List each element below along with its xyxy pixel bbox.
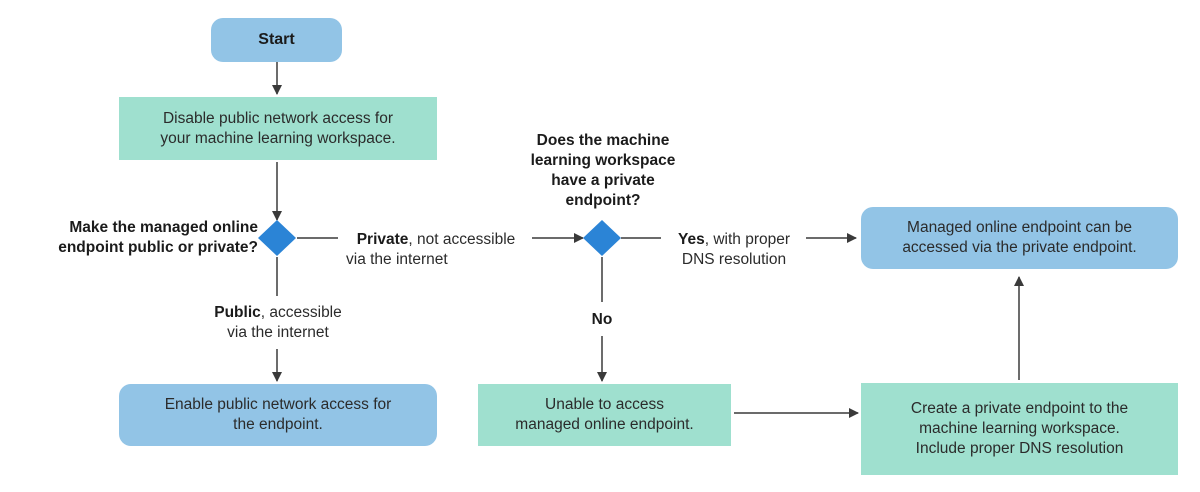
enable-public-access-node: Enable public network access for the end… [119,384,437,446]
create-line-3: Include proper DNS resolution [915,440,1124,457]
question-private-endpoint: Does the machine learning workspace have… [510,131,696,211]
question1-line-2: endpoint public or private? [58,239,258,256]
no-edge-label: No [582,310,622,330]
decision-diamond-public-private [258,220,296,256]
disable-line-2: your machine learning workspace. [160,129,396,147]
decision-diamond-private-endpoint [583,220,621,256]
unable-line-1: Unable to access [545,396,664,413]
managed-endpoint-accessible-node: Managed online endpoint can be accessed … [861,207,1178,269]
yes-edge-label: Yes, with proper DNS resolution [658,230,810,270]
private-rest: , not accessible [408,231,516,248]
public-line-2: via the internet [227,324,329,341]
create-line-2: machine learning workspace. [919,420,1120,437]
private-bold: Private [356,231,409,248]
private-line-2: via the internet [346,251,448,268]
question-public-or-private: Make the managed online endpoint public … [10,218,258,258]
public-edge-label: Public, accessible via the internet [196,303,360,343]
create-private-endpoint-node: Create a private endpoint to the machine… [861,383,1178,475]
question1-line-1: Make the managed online [69,219,258,236]
question2-line-2: learning workspace [530,152,676,169]
disable-line-1: Disable public network access for [162,109,394,127]
public-rest: , accessible [260,304,342,321]
public-bold: Public [214,304,261,321]
yes-line-2: DNS resolution [681,251,787,268]
yes-rest: , with proper [704,231,791,248]
enable-line-1: Enable public network access for [164,396,392,413]
start-node: Start [211,18,342,62]
disable-public-access-node: Disable public network access for your m… [119,97,437,160]
enable-line-2: the endpoint. [233,416,323,433]
managed-line-1: Managed online endpoint can be [907,219,1132,236]
unable-to-access-node: Unable to access managed online endpoint… [478,384,731,446]
start-label: Start [258,31,295,48]
question2-line-4: endpoint? [565,192,641,209]
managed-line-2: accessed via the private endpoint. [902,239,1137,256]
create-line-1: Create a private endpoint to the [910,400,1129,417]
question2-line-1: Does the machine [536,132,670,149]
question2-line-3: have a private [551,172,655,189]
unable-line-2: managed online endpoint. [515,416,694,433]
no-bold: No [591,311,613,328]
private-edge-label: Private, not accessible via the internet [336,230,536,270]
yes-bold: Yes [677,231,705,248]
